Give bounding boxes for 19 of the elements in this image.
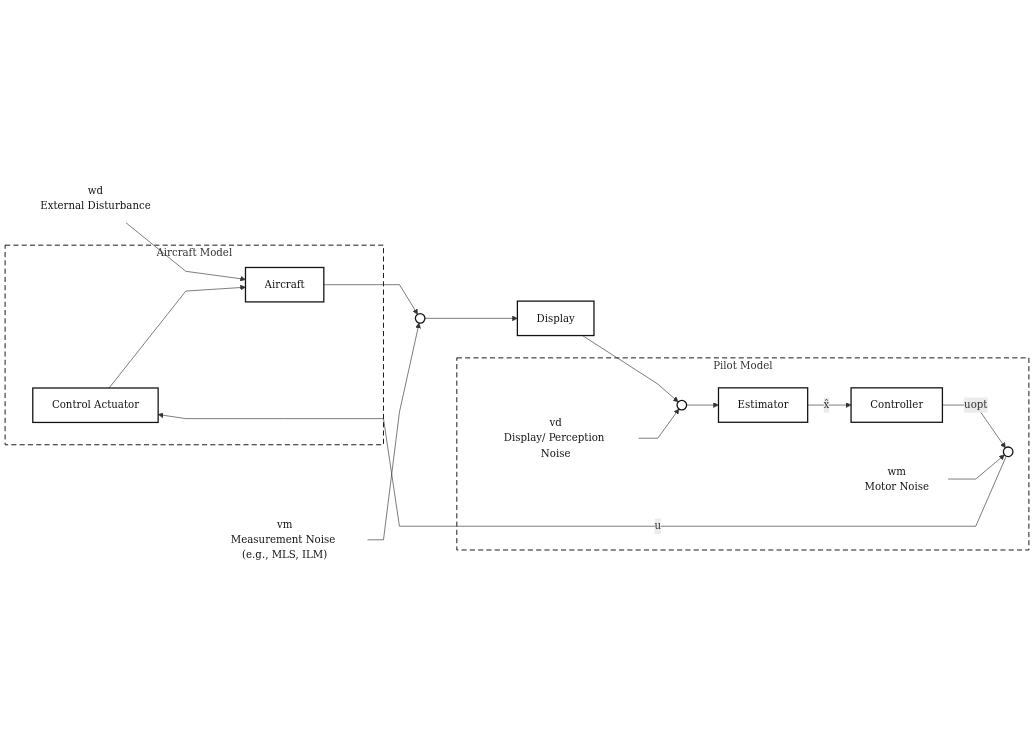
node-box: Aircraft [244, 267, 325, 303]
node-circle [676, 399, 688, 411]
node-box: Display [516, 300, 595, 337]
node-box: Controller [850, 387, 944, 424]
node-circle [414, 313, 426, 325]
node-text: wd [87, 184, 104, 197]
node-text: wm [887, 465, 906, 478]
node-label: Display/ Perception Noise [503, 432, 605, 460]
node-label: External Disturbance [40, 199, 151, 212]
edge-label: uopt [964, 398, 988, 412]
node-text: vm [276, 518, 293, 531]
edge-label: u [654, 520, 662, 533]
node-box: Estimator [717, 387, 809, 424]
node-text: vd [549, 416, 562, 429]
node-label: Motor Noise [864, 480, 930, 493]
edge-label: x̂ [823, 398, 830, 412]
node-circle [1002, 446, 1014, 458]
node-label: Measurement Noise (e.g., MLS, ILM) [230, 533, 336, 562]
node-box: Control Actuator [32, 387, 159, 424]
